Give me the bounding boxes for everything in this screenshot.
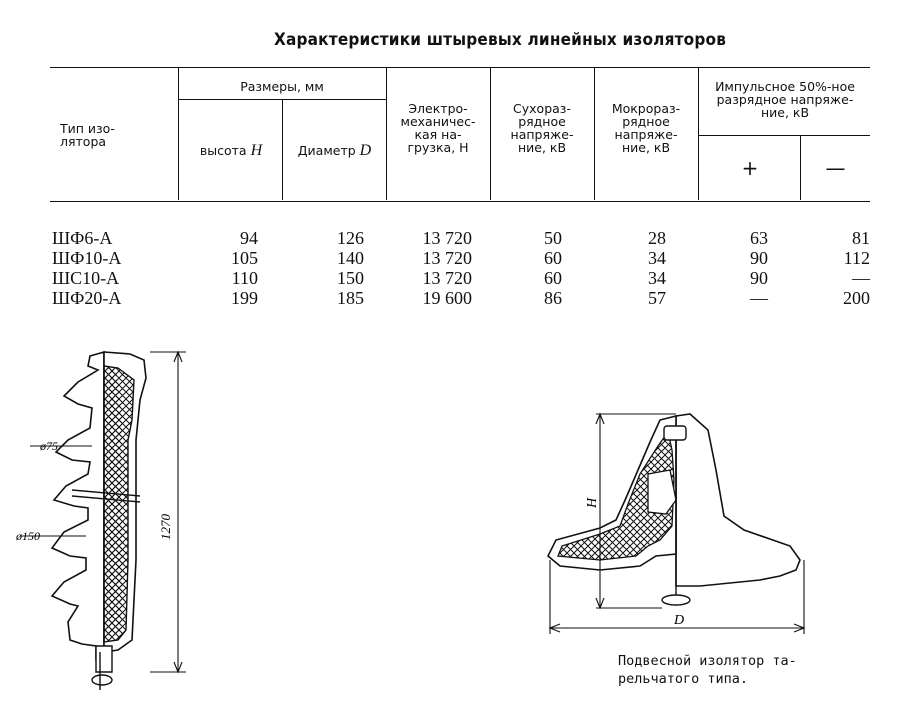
header-divider [800,136,801,200]
table-cell-dry: 60 [544,268,562,288]
table-cell-type: ШС10-А [52,268,120,288]
header-plus: + [741,156,759,180]
header-divider [698,68,699,200]
header-load: Электро- механичес- кая на- грузка, Н [400,101,476,155]
table-cell-type: ШФ6-А [52,228,113,248]
table-cell-type: ШФ10-А [52,248,122,268]
table-cell-wet: 34 [648,268,666,288]
header-diameter: Диаметр D [297,142,372,159]
table-cell-minus: 81 [852,228,870,248]
table-cell-diameter: 150 [337,268,364,288]
table-cell-type: ШФ20-А [52,288,122,308]
table-cell-plus: 90 [750,248,768,268]
table-cell-diameter: 140 [337,248,364,268]
table-cell-minus: 200 [843,288,870,308]
dim-top-label: ø75 [39,439,58,453]
figure-caption: Подвесной изолятор та- рельчатого типа. [618,653,797,687]
table-cell-plus: 90 [750,268,768,288]
table-cell-wet: 57 [648,288,666,308]
table-cell-plus: 63 [750,228,768,248]
table-top-rule [50,67,870,68]
header-divider [178,68,179,200]
table-cell-load: 13 720 [422,268,473,288]
dim-height-label: 1270 [158,514,173,541]
header-type: Тип изо- лятора [60,121,115,149]
header-subrule [699,135,870,136]
header-minus: — [825,156,846,180]
header-divider [282,100,283,200]
table-cell-diameter: 126 [337,228,364,248]
header-dry-voltage: Сухораз- рядное напряже- ние, кВ [510,101,574,155]
dim-d-label: D [673,613,684,628]
dim-h-label: H [585,497,600,509]
header-height: высота H [199,142,263,159]
header-subrule [179,99,386,100]
table-cell-height: 110 [231,268,258,288]
page-title: Характеристики штыревых линейных изолято… [274,30,727,50]
table-cell-minus: — [852,268,870,288]
dim-bottom-label: ø150 [15,529,40,543]
header-divider [594,68,595,200]
table-cell-load: 13 720 [422,248,473,268]
table-cell-dry: 60 [544,248,562,268]
table-cell-load: 19 600 [422,288,473,308]
table-cell-wet: 34 [648,248,666,268]
table-cell-wet: 28 [648,228,666,248]
header-divider [386,68,387,200]
header-size-group: Размеры, мм [240,79,324,94]
table-cell-dry: 86 [544,288,562,308]
table-cell-height: 199 [231,288,258,308]
table-cell-height: 94 [240,228,258,248]
suspension-insulator-drawing: H D [547,412,806,634]
header-impulse-voltage: Импульсное 50%-ное разрядное напряже- ни… [715,79,855,120]
table-cell-diameter: 185 [337,288,364,308]
table-cell-dry: 50 [544,228,562,248]
table-cell-load: 13 720 [422,228,473,248]
table-cell-minus: 112 [843,248,870,268]
header-divider [490,68,491,200]
table-header-rule [50,201,870,202]
table-cell-plus: — [750,288,768,308]
table-cell-height: 105 [231,248,258,268]
header-wet-voltage: Мокрораз- рядное напряже- ние, кВ [611,101,681,155]
